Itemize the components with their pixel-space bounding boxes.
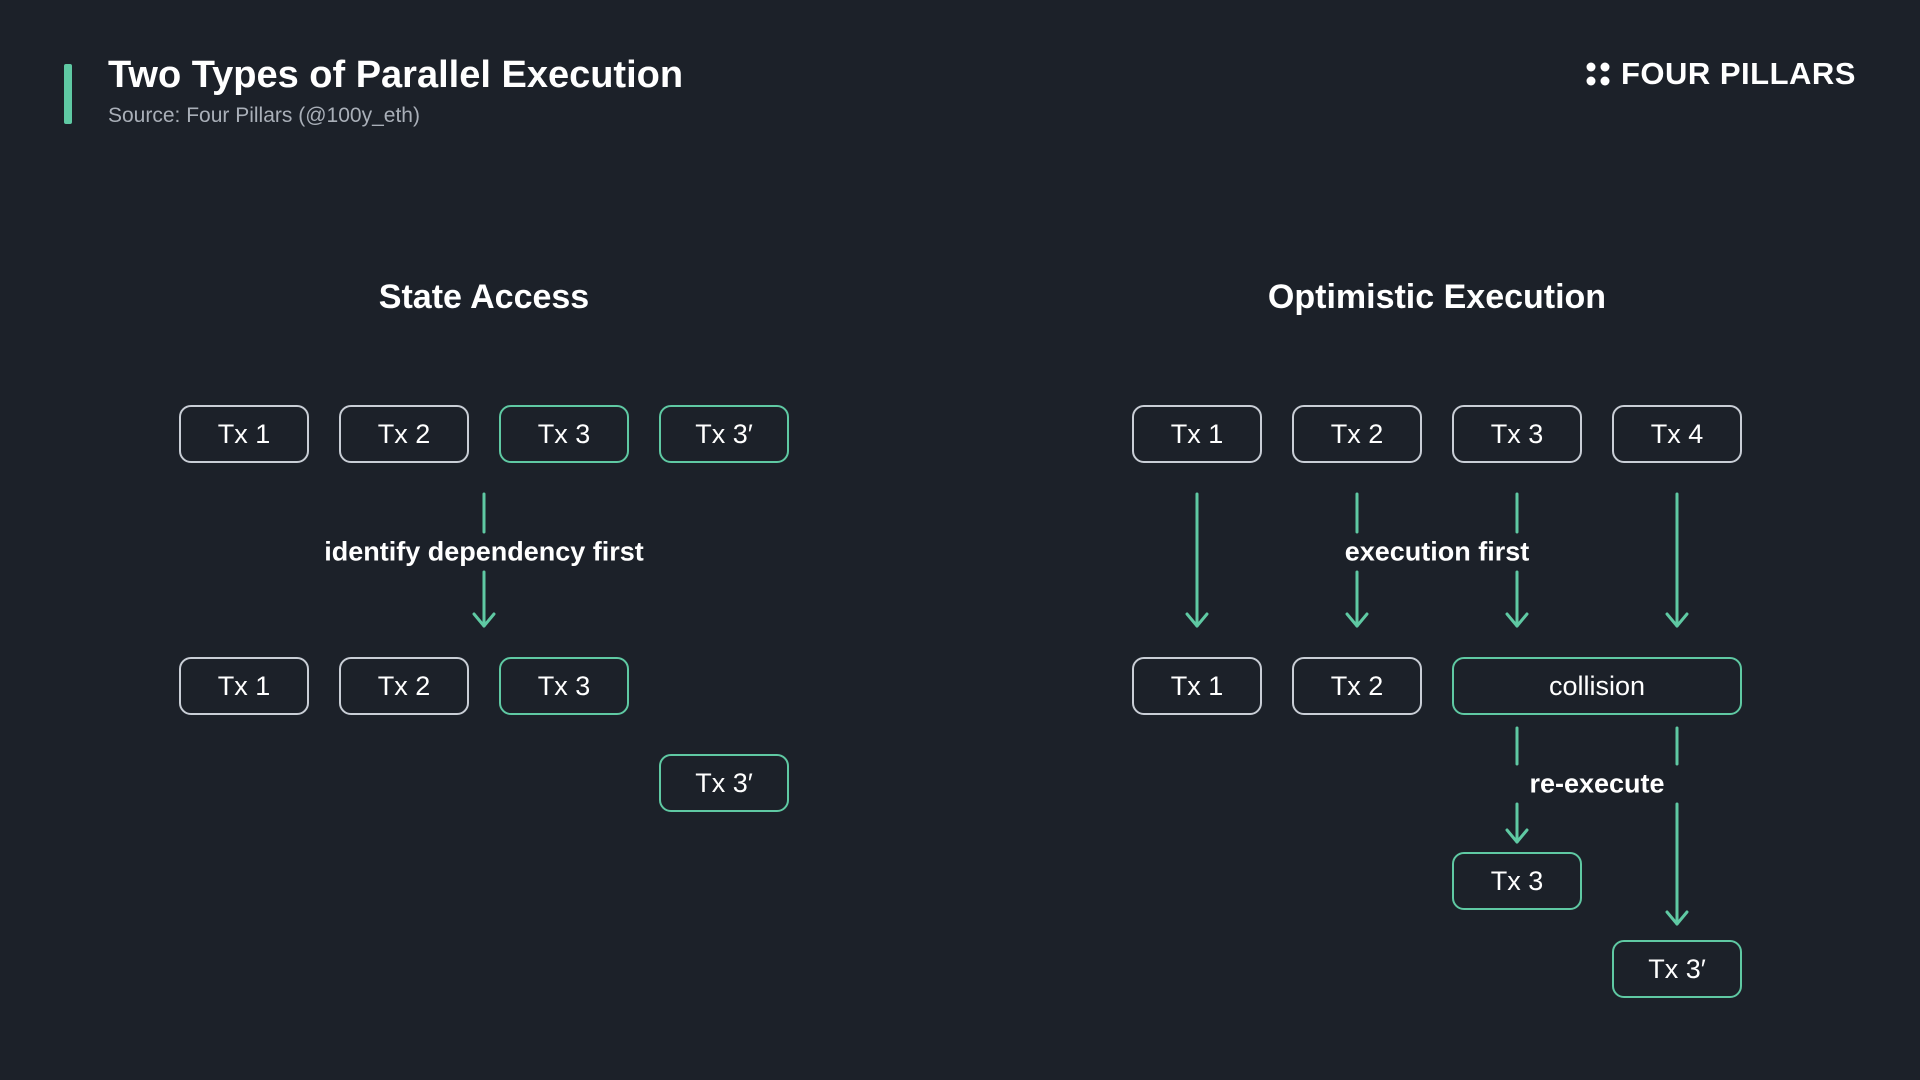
opt-arrow-tx4-head <box>1665 612 1689 628</box>
opt-reexecuted-tx3prime-box: Tx 3′ <box>1612 940 1742 998</box>
opt-result-tx1-box: Tx 1 <box>1132 657 1262 715</box>
logo-text: FOUR PILLARS <box>1620 56 1856 91</box>
reexec-arrow-right-head <box>1665 910 1689 926</box>
reexec-arrow-left-head <box>1505 828 1529 844</box>
opt-top-tx1-box: Tx 1 <box>1132 405 1262 463</box>
state-access-deferred-tx3prime-box: Tx 3′ <box>659 754 789 812</box>
state-access-result-tx3-box: Tx 3 <box>499 657 629 715</box>
state-access-arrow-head <box>472 612 496 628</box>
opt-result-tx2-box: Tx 2 <box>1292 657 1422 715</box>
page-subtitle: Source: Four Pillars (@100y_eth) <box>108 104 420 127</box>
opt-arrow-tx3-head <box>1505 612 1529 628</box>
four-dots-logo-icon <box>1586 62 1610 86</box>
state-access-result-tx2-box: Tx 2 <box>339 657 469 715</box>
page-title: Two Types of Parallel Execution <box>108 54 684 96</box>
optimistic-execution-title: Optimistic Execution <box>1267 278 1607 316</box>
opt-top-tx4-box: Tx 4 <box>1612 405 1742 463</box>
state-access-title: State Access <box>378 278 590 316</box>
state-access-result-tx1-box: Tx 1 <box>179 657 309 715</box>
opt-collision-box: collision <box>1452 657 1742 715</box>
opt-step-label: execution first <box>1344 536 1530 567</box>
title-accent-bar <box>64 64 72 124</box>
state-access-top-tx2-box: Tx 2 <box>339 405 469 463</box>
opt-reexecuted-tx3-box: Tx 3 <box>1452 852 1582 910</box>
state-access-top-tx1-box: Tx 1 <box>179 405 309 463</box>
state-access-top-tx3-box: Tx 3 <box>499 405 629 463</box>
opt-top-tx2-box: Tx 2 <box>1292 405 1422 463</box>
opt-top-tx3-box: Tx 3 <box>1452 405 1582 463</box>
state-access-top-tx3prime-box: Tx 3′ <box>659 405 789 463</box>
state-access-step-label: identify dependency first <box>324 536 644 567</box>
opt-arrow-tx1-head <box>1185 612 1209 628</box>
brand-logo: FOUR PILLARS <box>1585 56 1856 92</box>
opt-arrow-tx2-head <box>1345 612 1369 628</box>
opt-reexecute-label: re-execute <box>1529 768 1665 799</box>
